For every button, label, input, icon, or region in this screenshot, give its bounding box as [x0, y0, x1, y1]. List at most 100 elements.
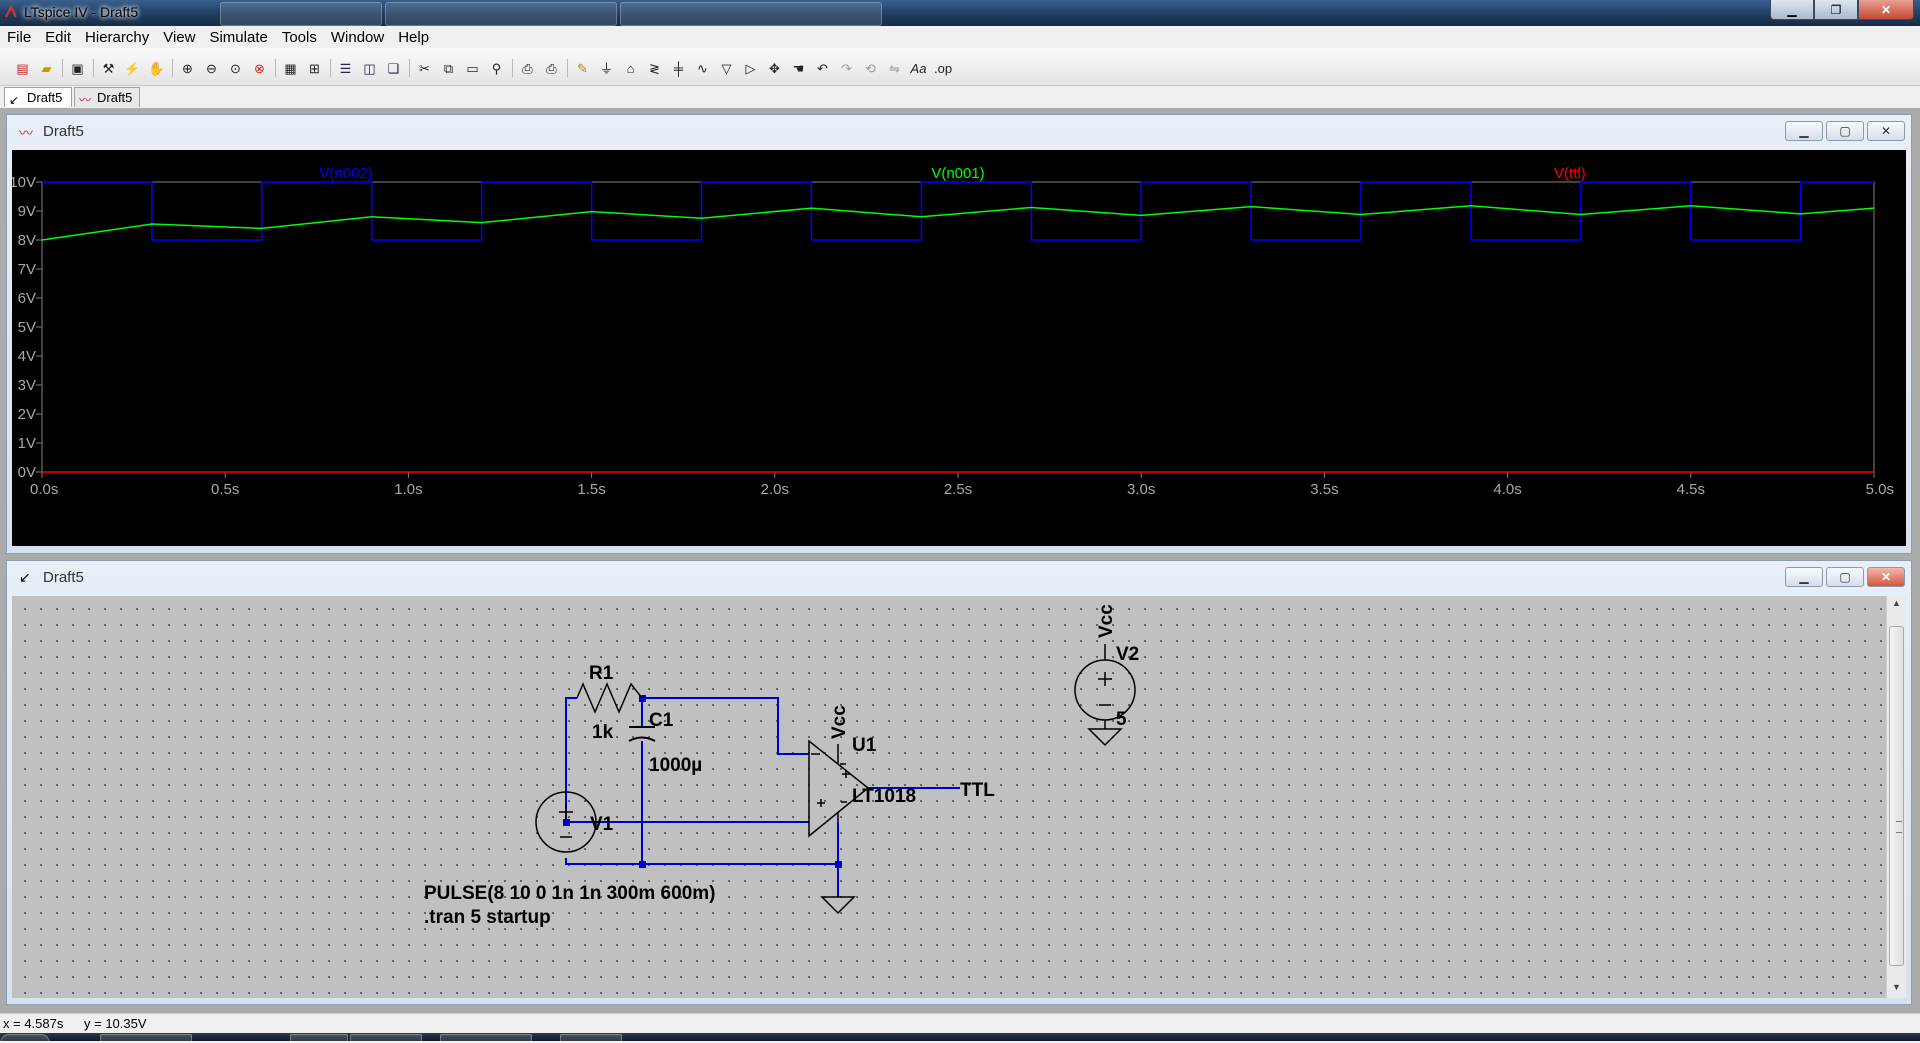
scrollbar-thumb[interactable]: [1889, 626, 1904, 966]
autorange-icon[interactable]: ▦: [284, 60, 297, 76]
menu-help[interactable]: Help: [398, 28, 430, 46]
menu-hierarchy[interactable]: Hierarchy: [85, 28, 150, 46]
taskbar-item[interactable]: [290, 1034, 348, 1043]
restore-button[interactable]: ❐: [1814, 0, 1858, 20]
menu-window[interactable]: Window: [330, 28, 385, 46]
scrollbar-grip-icon: [1896, 821, 1902, 833]
v2-name-label[interactable]: V2: [1116, 644, 1139, 665]
toolbar-separator: [93, 59, 94, 77]
scroll-down-arrow-icon[interactable]: ▼: [1892, 982, 1901, 992]
schematic-canvas[interactable]: R1 1k C1 1000µ V1 U1 LT1018 Vcc Vcc TTL …: [12, 596, 1886, 998]
open-icon[interactable]: ▰: [41, 60, 52, 76]
drag-icon[interactable]: ☚: [792, 60, 805, 76]
pulse-spec-label[interactable]: PULSE(8 10 0 1n 1n 300m 600m): [424, 883, 715, 904]
zoom-cancel-icon[interactable]: ⊗: [254, 60, 265, 76]
print-preview-icon[interactable]: ⎙: [522, 60, 533, 76]
spice-directive-icon[interactable]: .op: [934, 60, 953, 76]
find-icon[interactable]: ⚲: [491, 60, 502, 76]
u1-name-label[interactable]: U1: [852, 735, 877, 756]
menu-view[interactable]: View: [163, 28, 196, 46]
c1-name-label[interactable]: C1: [649, 710, 674, 731]
doc-tab-waveform[interactable]: 〰 Draft5: [74, 87, 140, 107]
zoom-fit-icon[interactable]: ⊙: [230, 60, 241, 76]
menu-file[interactable]: File: [7, 28, 32, 46]
rotate-icon[interactable]: ⟲: [865, 60, 876, 76]
control-panel-icon[interactable]: ⚒: [102, 60, 115, 76]
window-title-bar[interactable]: LTspice IV - Draft5 ▁ ❐ ✕: [0, 0, 1920, 26]
run-icon[interactable]: ⚡: [124, 60, 141, 76]
schematic-maximize-button[interactable]: ▢: [1826, 567, 1864, 587]
v1-name-label[interactable]: V1: [590, 814, 614, 835]
tile-horizontal-icon[interactable]: ☰: [339, 60, 352, 76]
schematic-drawing[interactable]: R1 1k C1 1000µ V1 U1 LT1018 Vcc Vcc TTL …: [12, 596, 1886, 998]
draw-wire-icon[interactable]: ✎: [577, 60, 588, 76]
component-icon[interactable]: ▷: [745, 60, 756, 76]
redo-icon[interactable]: ↷: [841, 60, 852, 76]
wire[interactable]: [565, 697, 577, 786]
legend-trace-label[interactable]: V(n002): [319, 165, 372, 182]
copy-icon[interactable]: ⧉: [443, 60, 454, 76]
resistor-icon[interactable]: ≷: [649, 60, 660, 76]
start-button[interactable]: [0, 1034, 50, 1043]
paste-icon[interactable]: ▭: [466, 60, 479, 76]
text-icon[interactable]: Aa: [910, 60, 927, 76]
legend-trace-label[interactable]: V(n001): [931, 165, 984, 182]
label-net-icon[interactable]: ⌂: [626, 60, 635, 76]
halt-icon[interactable]: ✋: [148, 60, 165, 76]
capacitor-icon[interactable]: ╪: [673, 60, 684, 76]
r1-value-label[interactable]: 1k: [592, 722, 614, 743]
ttl-net-label[interactable]: TTL: [960, 780, 995, 801]
cascade-icon[interactable]: ❏: [387, 60, 400, 76]
close-button[interactable]: ✕: [1858, 0, 1914, 20]
x-tick-label: 4.0s: [1493, 481, 1521, 498]
taskbar-item[interactable]: [100, 1034, 192, 1043]
tran-directive-label[interactable]: .tran 5 startup: [424, 907, 551, 928]
wire[interactable]: [565, 858, 838, 865]
legend-trace-label[interactable]: V(ttl): [1554, 165, 1586, 182]
taskbar-item[interactable]: [350, 1034, 422, 1043]
waveform-close-button[interactable]: ✕: [1867, 121, 1905, 141]
taskbar-item[interactable]: [440, 1034, 532, 1043]
vcc-net-label[interactable]: Vcc: [829, 705, 850, 739]
doc-tab-schematic[interactable]: ↙ Draft5: [4, 87, 72, 107]
new-schematic-icon[interactable]: ▤: [16, 60, 29, 76]
cut-icon[interactable]: ✂: [419, 60, 430, 76]
print-icon[interactable]: ⎙: [546, 60, 557, 76]
minimize-button[interactable]: ▁: [1770, 0, 1814, 20]
voltage-source-v1-symbol[interactable]: [535, 791, 597, 853]
mirror-icon[interactable]: ⇋: [889, 60, 900, 76]
schematic-close-button[interactable]: ✕: [1867, 567, 1905, 587]
waveform-maximize-button[interactable]: ▢: [1826, 121, 1864, 141]
wire[interactable]: [642, 697, 809, 755]
move-icon[interactable]: ✥: [769, 60, 780, 76]
menu-simulate[interactable]: Simulate: [209, 28, 268, 46]
zoom-out-icon[interactable]: ⊖: [206, 60, 217, 76]
save-icon[interactable]: ▣: [71, 60, 84, 76]
c1-value-label[interactable]: 1000µ: [649, 755, 702, 776]
taskbar-item[interactable]: [560, 1034, 622, 1043]
schematic-window-title-bar[interactable]: ↙ Draft5 ▁ ▢ ✕: [7, 561, 1911, 593]
schematic-minimize-button[interactable]: ▁: [1785, 567, 1823, 587]
menu-tools[interactable]: Tools: [281, 28, 317, 46]
ground-icon[interactable]: ⏚: [599, 60, 613, 76]
menu-edit[interactable]: Edit: [45, 28, 72, 46]
v2-value-label[interactable]: 5: [1116, 709, 1127, 730]
schematic-vertical-scrollbar[interactable]: ▲ ▼: [1886, 596, 1906, 998]
tile-vertical-icon[interactable]: ◫: [363, 60, 376, 76]
scroll-up-arrow-icon[interactable]: ▲: [1892, 598, 1901, 608]
series-line-vn001[interactable]: [41, 205, 1875, 241]
inductor-icon[interactable]: ∿: [697, 60, 708, 76]
series-line-vn002[interactable]: [42, 181, 1874, 241]
waveform-minimize-button[interactable]: ▁: [1785, 121, 1823, 141]
pick-visible-icon[interactable]: ⊞: [309, 60, 320, 76]
waveform-window-title-bar[interactable]: 〰 Draft5 ▁ ▢ ✕: [7, 115, 1911, 147]
diode-icon[interactable]: ▽: [721, 60, 732, 76]
r1-name-label[interactable]: R1: [589, 663, 614, 684]
resistor-r1-symbol[interactable]: [576, 682, 643, 714]
u1-value-label[interactable]: LT1018: [852, 786, 916, 807]
zoom-in-icon[interactable]: ⊕: [182, 60, 193, 76]
vcc-net-label-v2[interactable]: Vcc: [1096, 604, 1117, 638]
undo-icon[interactable]: ↶: [817, 60, 828, 76]
